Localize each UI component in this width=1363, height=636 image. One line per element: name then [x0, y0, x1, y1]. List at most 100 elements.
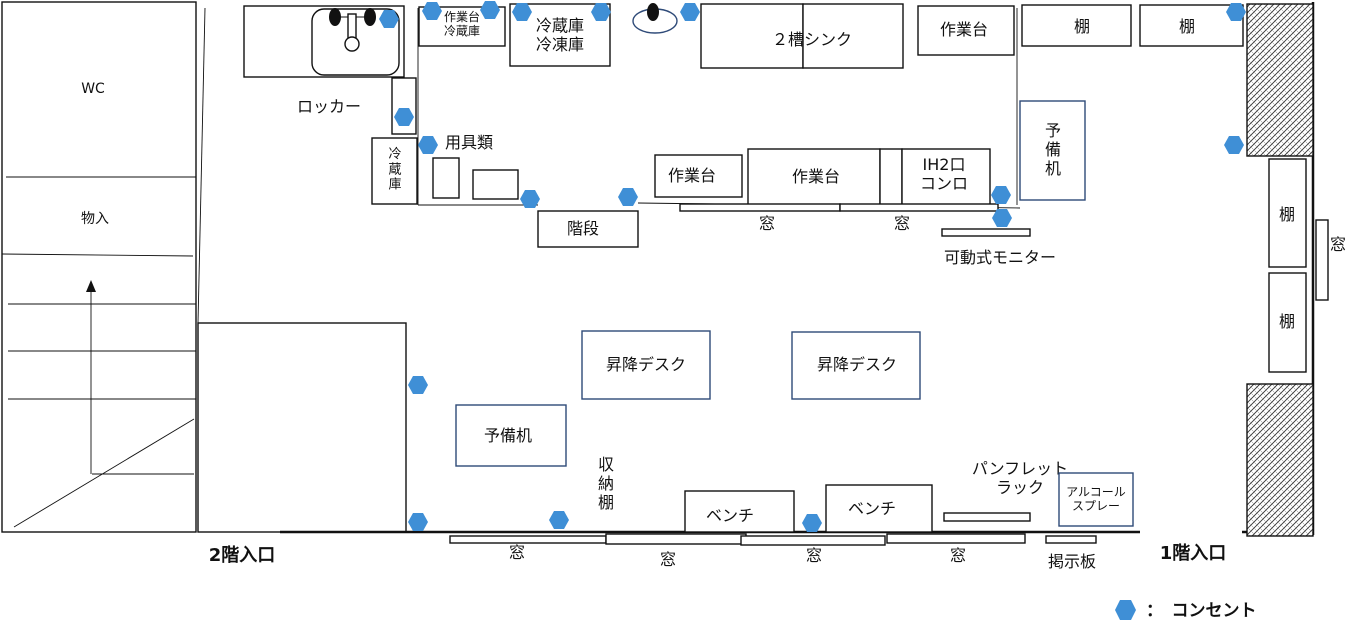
window-bottom-3-label: 窓: [806, 546, 822, 565]
workbench-top-label: 作業台: [940, 20, 988, 39]
supplies-box-1: [432, 157, 460, 199]
pamphlet-rack-label: パンフレットラック: [972, 459, 1068, 497]
entrance-floor2-label: 2階入口: [209, 545, 276, 566]
fridge-freezer-label: 冷蔵庫冷凍庫: [536, 16, 584, 54]
lift-desk-1-label: 昇降デスク: [606, 355, 686, 374]
faucet-spout: [347, 13, 357, 41]
legend: ： コンセント: [1115, 600, 1257, 621]
window-right-label: 窓: [1330, 235, 1346, 254]
right-column: 予備机 棚 棚 窓: [1019, 100, 1346, 373]
outlet-marker-15: [408, 376, 428, 394]
double-sink-right: [802, 3, 904, 69]
shelf-top-1: [1021, 4, 1132, 47]
left-block-outline: [1, 1, 197, 533]
shelf-right-2: [1268, 272, 1307, 373]
storage-shelf-label: 収納棚: [598, 455, 614, 512]
outlet-marker-3: [480, 1, 500, 19]
window-bottom-1-label: 窓: [509, 543, 525, 562]
stairs-label: 階段: [567, 219, 599, 238]
window-mid-2: [839, 203, 999, 212]
outlet-marker-8: [418, 136, 438, 154]
outlet-marker-10: [618, 188, 638, 206]
spare-desk-left: [455, 404, 567, 467]
outlet-marker-11: [991, 186, 1011, 204]
mid-windows: 窓 窓 可動式モニター: [679, 203, 1056, 267]
basin-faucet: [647, 3, 659, 21]
locker-label: ロッカー: [297, 97, 361, 116]
lift-desk-2: [791, 331, 921, 400]
double-sink-left: [700, 3, 804, 69]
outlet-marker-6: [680, 3, 700, 21]
faucet-handle-right: [364, 8, 376, 26]
window-bottom-2-label: 窓: [660, 550, 676, 569]
pillar-bottom: [1246, 383, 1314, 537]
shelf-right-1: [1268, 158, 1307, 268]
shelf-right-2-label: 棚: [1279, 312, 1295, 331]
outlet-marker-1: [379, 10, 399, 28]
shelf-top-2: [1139, 4, 1244, 47]
small-fridge-label: 冷蔵庫: [388, 147, 401, 193]
left-block: WC 物入: [1, 1, 206, 533]
entrance-floor1-label: 1階入口: [1160, 543, 1227, 564]
legend-outlet-label: ： コンセント: [1146, 601, 1257, 621]
bottom-windows: 窓 窓 窓 窓 掲示板: [449, 533, 1097, 571]
window-bottom-1: [449, 535, 607, 544]
workbench-mid-1-label: 作業台: [668, 166, 716, 185]
bulletin-board-label: 掲示板: [1048, 552, 1096, 571]
stair-diagonal: [13, 418, 195, 528]
lift-desk-1: [581, 330, 711, 400]
bench-2-label: ベンチ: [848, 499, 896, 518]
small-fridge: [371, 137, 418, 205]
outlet-marker-7: [394, 108, 414, 126]
main-floor: 昇降デスク 昇降デスク 予備机 収納棚 ベンチ ベンチ パンフレットラック アル…: [455, 330, 1134, 533]
bench-2: [825, 484, 933, 533]
window-bottom-2: [605, 533, 747, 545]
pamphlet-rack: [943, 512, 1031, 522]
workbench-mid-1: [654, 154, 743, 198]
bulletin-board: [1045, 535, 1097, 544]
spare-desk-left-label: 予備机: [484, 426, 532, 445]
window-bottom-4-label: 窓: [950, 546, 966, 565]
legend-outlet-icon: [1115, 600, 1136, 620]
window-bottom-3: [740, 535, 886, 546]
bench-1-label: ベンチ: [706, 506, 754, 525]
alcohol-spray-label: アルコールスプレー: [1066, 485, 1126, 513]
ih-stove-label: IH2口コンロ: [920, 155, 968, 193]
shelf-right-1-label: 棚: [1279, 205, 1295, 224]
stairs-box: [537, 210, 639, 248]
shelf-top-1-label: 棚: [1074, 17, 1090, 36]
delivery-label: 物入: [81, 211, 109, 227]
outlet-marker-14: [1224, 136, 1244, 154]
stair-up-arrow-head: [86, 280, 96, 292]
workbench-mid-2: [747, 148, 881, 206]
window-mid-1: [679, 203, 841, 212]
outlet-markers: [379, 1, 1246, 532]
window-right: [1315, 219, 1329, 301]
ih-stove: [901, 148, 991, 206]
pillar-top: [1246, 3, 1314, 157]
outlet-marker-18: [802, 514, 822, 532]
delivery-divider: [1, 253, 194, 257]
kitchen-area: ロッカー 冷蔵庫 用具類 作業台冷蔵庫 冷蔵庫冷凍庫 ２槽シンク 作業台 棚 棚…: [243, 3, 1244, 248]
outlet-marker-13: [1226, 3, 1246, 21]
outlet-marker-5: [591, 3, 611, 21]
workbench-mid-2-end: [879, 148, 903, 206]
outlet-marker-16: [408, 513, 428, 531]
spare-desk-right: [1019, 100, 1086, 201]
outlet-marker-4: [512, 3, 532, 21]
workbench-top: [917, 5, 1015, 56]
window-mid-2-label: 窓: [894, 214, 910, 233]
outlet-marker-12: [992, 209, 1012, 227]
supplies-box-2: [472, 169, 519, 200]
workbench-fridge-label: 作業台冷蔵庫: [444, 9, 480, 38]
window-bottom-4: [886, 533, 1026, 544]
alcohol-spray-stand: [1058, 472, 1134, 527]
outlet-marker-2: [422, 2, 442, 20]
outlet-marker-17: [549, 511, 569, 529]
sink-drain: [344, 36, 360, 52]
spare-desk-right-label: 予備机: [1045, 121, 1061, 178]
stairwell-box: [197, 322, 407, 533]
wc-label: WC: [81, 81, 105, 97]
shelf-top-2-label: 棚: [1179, 17, 1195, 36]
